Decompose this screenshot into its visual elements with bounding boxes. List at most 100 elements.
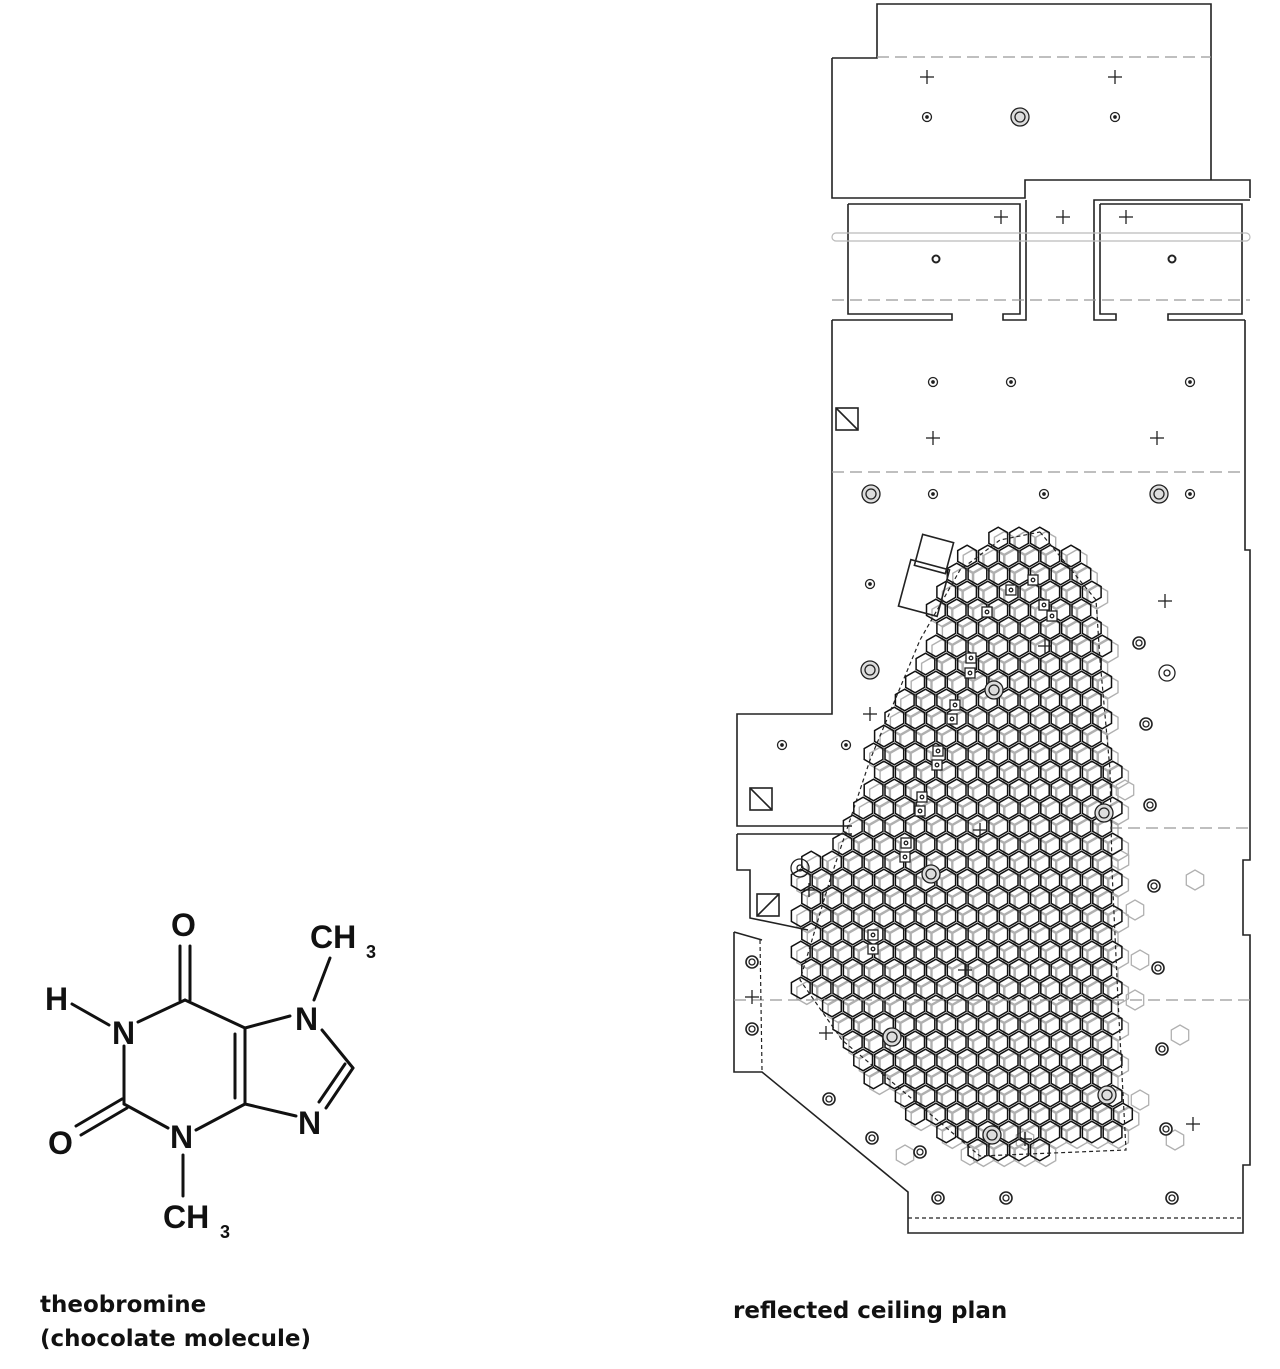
black-hex-cell xyxy=(925,598,946,622)
grey-hex-cell xyxy=(993,998,1015,1024)
black-hex-cell xyxy=(832,832,853,856)
black-hex-cell xyxy=(956,724,978,748)
black-hex-cell xyxy=(925,958,946,982)
grey-hex-cell xyxy=(1024,1124,1047,1150)
grey-hex-cell xyxy=(1097,926,1119,952)
grey-hex-cell xyxy=(837,872,859,898)
pipe-line xyxy=(831,232,1251,242)
black-hex-cell xyxy=(1040,688,1061,712)
grey-hex-cell xyxy=(941,1088,963,1114)
black-hex-cell xyxy=(1008,562,1030,586)
black-hex-cell xyxy=(946,1030,967,1054)
grey-hex-cell xyxy=(1118,1106,1140,1132)
black-hex-cell xyxy=(842,1030,863,1054)
black-hex-cell xyxy=(946,742,967,766)
grey-hex-cell xyxy=(1004,836,1026,862)
grey-hex-cell xyxy=(889,890,911,916)
black-hex-cell xyxy=(1050,634,1071,658)
grey-hex-cell xyxy=(1076,710,1098,736)
grey-hex-cell xyxy=(920,836,943,862)
black-hex-cell xyxy=(925,814,946,838)
black-hex-cell xyxy=(988,922,1009,946)
black-hex-cell xyxy=(1092,850,1113,874)
grey-hex-cell xyxy=(1055,782,1078,808)
black-hex-cell xyxy=(1050,706,1071,730)
grey-hex-cell xyxy=(1004,764,1026,790)
black-hex-cell xyxy=(1071,958,1092,982)
grey-hex-cell xyxy=(941,944,963,970)
grey-hex-cell xyxy=(1004,800,1026,826)
black-hex-cell xyxy=(873,724,895,748)
grey-hex-cell xyxy=(941,656,963,682)
grey-hex-cell xyxy=(1076,926,1098,952)
grey-hex-cell xyxy=(1055,998,1078,1024)
black-hex-cell xyxy=(842,814,863,838)
square-fixture xyxy=(931,759,943,771)
sprinkler-fixture xyxy=(1155,1042,1169,1056)
grey-hex-cell xyxy=(1045,692,1067,718)
grey-hex-cell xyxy=(1004,1016,1026,1042)
grey-hex-cell xyxy=(1055,638,1078,664)
grey-hex-cell xyxy=(1035,1070,1057,1096)
grey-hex-cell xyxy=(1014,998,1036,1024)
grey-hex-cell xyxy=(920,1088,943,1114)
black-hex-cell xyxy=(946,886,967,910)
downlight-fixture xyxy=(927,488,939,500)
grey-hex-cell xyxy=(983,548,1005,574)
black-hex-cell xyxy=(801,850,822,874)
black-hex-cell xyxy=(1081,688,1102,712)
black-hex-cell xyxy=(842,922,863,946)
grey-hex-cell xyxy=(1076,602,1098,628)
atom-o-left: O xyxy=(48,1125,73,1161)
black-hex-cell xyxy=(832,940,853,964)
black-hex-cell xyxy=(1008,850,1030,874)
black-hex-cell xyxy=(811,976,832,1000)
plan-walls xyxy=(733,3,1251,1234)
grey-hex-cell xyxy=(941,584,963,610)
black-hex-cell xyxy=(1060,976,1082,1000)
black-hex-cell xyxy=(1008,598,1030,622)
grey-hex-cell xyxy=(1097,638,1119,664)
black-hex-cell xyxy=(1071,562,1092,586)
black-hex-cell xyxy=(1008,634,1030,658)
black-hex-cell xyxy=(956,868,978,892)
grey-hex-cell xyxy=(931,854,953,880)
grey-hex-cell xyxy=(952,854,974,880)
large-diffuser xyxy=(882,1027,902,1047)
black-hex-cell xyxy=(977,832,998,856)
light-fixture-cross xyxy=(1108,70,1122,84)
black-hex-cell xyxy=(801,958,822,982)
grey-hex-cell xyxy=(1035,566,1057,592)
grey-hex-cell xyxy=(1024,728,1047,754)
black-hex-cell xyxy=(821,922,843,946)
black-hex-cell xyxy=(1060,724,1082,748)
black-hex-cell xyxy=(894,940,915,964)
black-hex-cell xyxy=(988,562,1009,586)
grey-hex-cell xyxy=(1066,728,1088,754)
grey-hex-cell xyxy=(796,908,818,934)
light-fixture-cross xyxy=(1150,431,1164,445)
black-hex-cell xyxy=(1019,724,1040,748)
black-hex-cell xyxy=(936,796,957,820)
black-hex-cell xyxy=(956,940,978,964)
black-hex-cell xyxy=(904,814,926,838)
grey-hex-cell xyxy=(1015,1129,1035,1151)
atom-ch3-top-sub: 3 xyxy=(366,942,376,962)
grey-hex-cell xyxy=(941,980,963,1006)
black-hex-cell xyxy=(956,904,978,928)
grey-hex-cell xyxy=(952,746,974,772)
black-hex-cell xyxy=(936,616,957,640)
grey-hex-cell xyxy=(1014,602,1036,628)
black-hex-cell xyxy=(925,1030,946,1054)
grey-hex-cell xyxy=(827,890,849,916)
light-fixture-cross xyxy=(745,990,759,1004)
grey-hex-cell xyxy=(962,1016,984,1042)
black-hex-cell xyxy=(884,814,905,838)
grey-hex-cell xyxy=(972,710,994,736)
black-hex-cell xyxy=(967,778,988,802)
grey-hex-cell xyxy=(910,1034,932,1060)
grey-hex-cell xyxy=(900,728,922,754)
grey-hex-cell xyxy=(869,890,891,916)
black-hex-cell xyxy=(1092,778,1113,802)
atom-h: H xyxy=(45,981,68,1017)
